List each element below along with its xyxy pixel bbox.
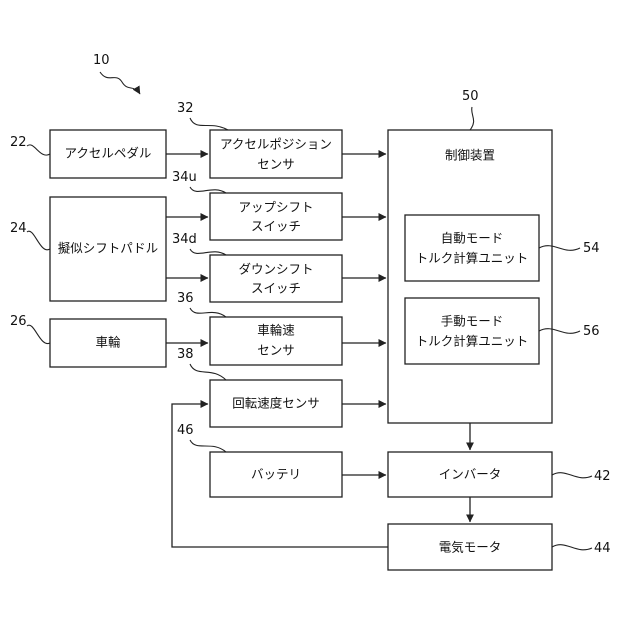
- manual-mode-torque-unit-block: 手動モード トルク計算ユニット: [405, 298, 539, 364]
- svg-text:制御装置: 制御装置: [445, 148, 495, 163]
- wheel-block: 車輪: [50, 319, 166, 367]
- svg-text:トルク計算ユニット: トルク計算ユニット: [416, 334, 529, 349]
- ref-42: 42: [594, 469, 611, 484]
- electric-motor-block: 電気モータ: [388, 524, 552, 570]
- ref-26: 26: [10, 314, 27, 329]
- svg-text:自動モード: 自動モード: [441, 231, 504, 246]
- svg-text:トルク計算ユニット: トルク計算ユニット: [416, 251, 529, 266]
- wheel-label: 車輪: [95, 335, 121, 350]
- svg-text:センサ: センサ: [257, 343, 295, 358]
- ref-24: 24: [10, 221, 27, 236]
- svg-text:ダウンシフト: ダウンシフト: [238, 262, 313, 277]
- rotation-speed-sensor-block: 回転速度センサ: [210, 380, 342, 427]
- auto-mode-torque-unit-block: 自動モード トルク計算ユニット: [405, 215, 539, 281]
- svg-text:車輪速: 車輪速: [257, 323, 295, 338]
- ref-56: 56: [583, 324, 600, 339]
- svg-text:回転速度センサ: 回転速度センサ: [232, 396, 320, 411]
- battery-block: バッテリ: [210, 452, 342, 497]
- ref-54: 54: [583, 241, 600, 256]
- accel-position-sensor-block: アクセルポジション センサ: [210, 130, 342, 178]
- svg-text:バッテリ: バッテリ: [251, 467, 301, 482]
- upshift-switch-block: アップシフト スイッチ: [210, 193, 342, 240]
- pseudo-shift-paddle-label: 擬似シフトパドル: [58, 241, 158, 256]
- accel-pedal-block: アクセルペダル: [50, 130, 166, 178]
- inverter-block: インバータ: [388, 452, 552, 497]
- ref-34u: 34u: [172, 170, 197, 185]
- wheel-speed-sensor-block: 車輪速 センサ: [210, 317, 342, 365]
- svg-text:アクセルポジション: アクセルポジション: [220, 137, 332, 152]
- ref-38: 38: [177, 347, 194, 362]
- svg-text:インバータ: インバータ: [439, 467, 502, 482]
- svg-text:スイッチ: スイッチ: [251, 281, 301, 296]
- svg-text:スイッチ: スイッチ: [251, 219, 301, 234]
- figure-ref-10: 10: [93, 53, 140, 94]
- ref-46: 46: [177, 423, 194, 438]
- ref-32: 32: [177, 101, 194, 116]
- svg-text:手動モード: 手動モード: [441, 314, 504, 329]
- ref-36: 36: [177, 291, 194, 306]
- svg-text:アップシフト: アップシフト: [238, 200, 313, 215]
- svg-text:10: 10: [93, 53, 110, 68]
- pseudo-shift-paddle-block: 擬似シフトパドル: [50, 197, 166, 301]
- svg-text:センサ: センサ: [257, 157, 295, 172]
- accel-pedal-label: アクセルペダル: [65, 146, 152, 161]
- ref-44: 44: [594, 541, 611, 556]
- svg-text:電気モータ: 電気モータ: [439, 540, 502, 555]
- ref-50: 50: [462, 89, 479, 104]
- ref-22: 22: [10, 135, 27, 150]
- downshift-switch-block: ダウンシフト スイッチ: [210, 255, 342, 302]
- ref-34d: 34d: [172, 232, 197, 247]
